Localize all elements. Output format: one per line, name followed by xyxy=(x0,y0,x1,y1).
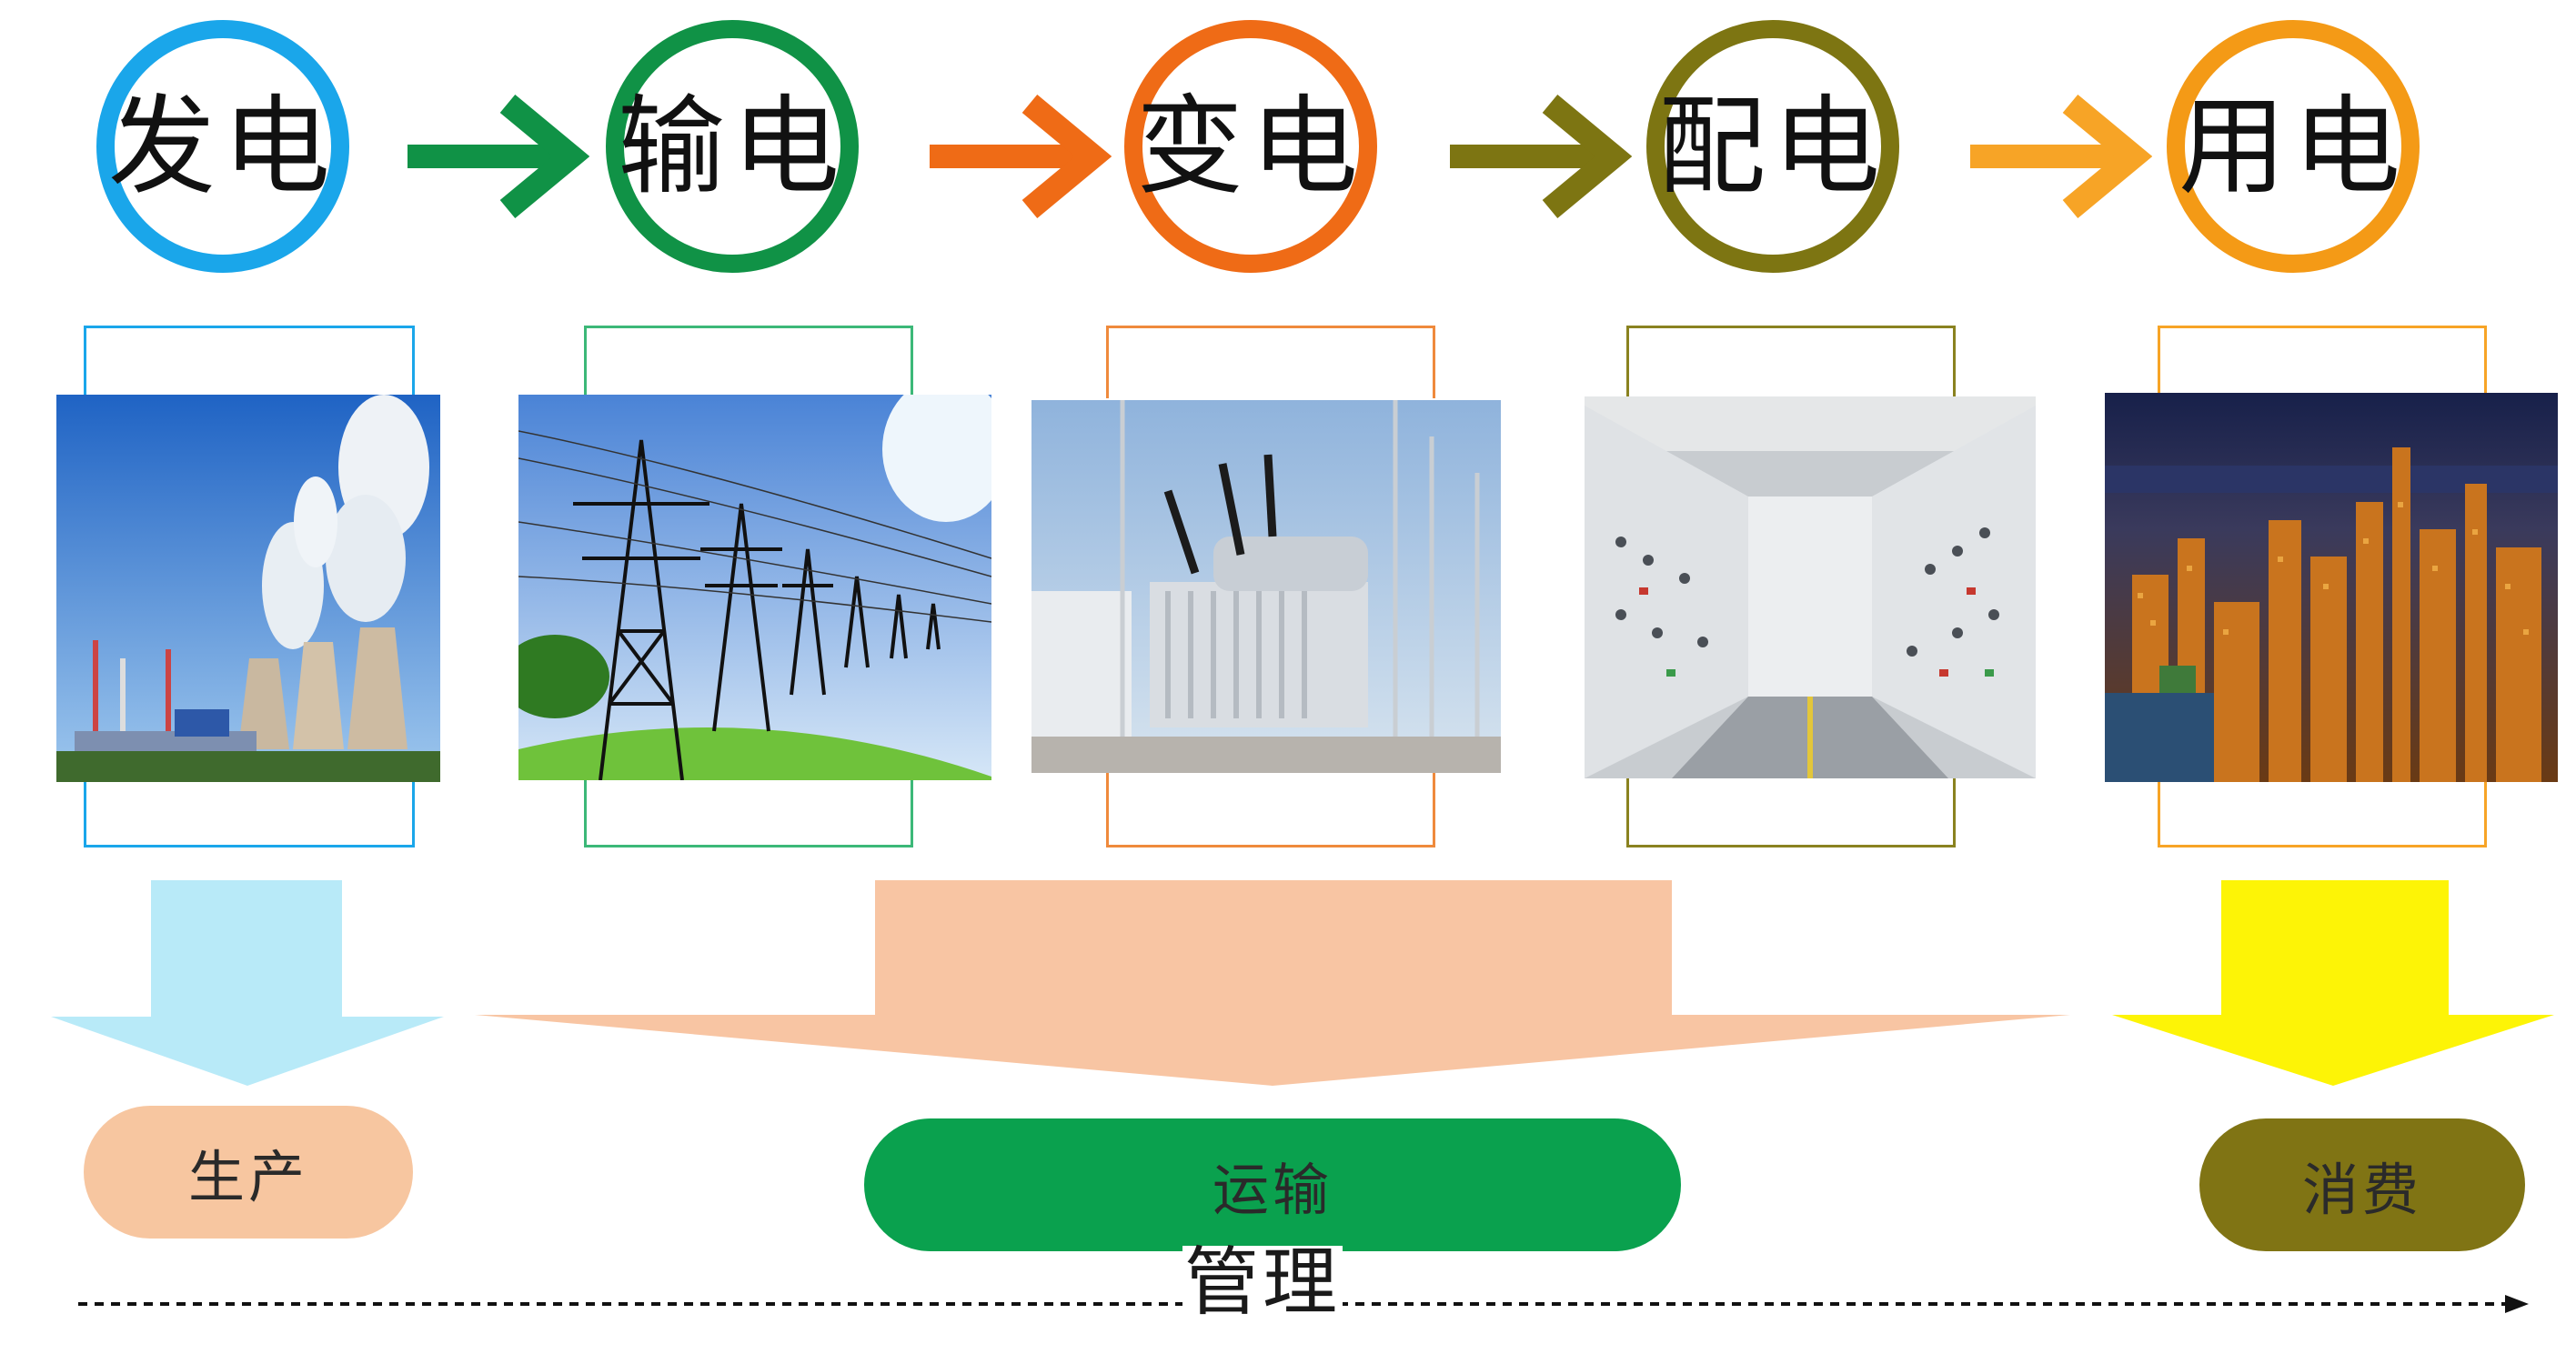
production-label: 生产 xyxy=(187,1144,308,1210)
bracket-bottom xyxy=(1106,773,1435,847)
bracket-bottom xyxy=(1626,773,1956,847)
transport-label: 运输 xyxy=(1212,1157,1333,1223)
arrow-right-icon xyxy=(1970,94,2152,218)
arrow-right-icon xyxy=(1450,94,1632,218)
transport-pill: 运输 xyxy=(864,1118,1681,1251)
switchgear-room-icon xyxy=(1585,396,2036,778)
arrow-right-icon xyxy=(408,94,589,218)
bracket-top xyxy=(1106,326,1435,398)
substation-icon xyxy=(1031,400,1501,773)
transport-down-arrow xyxy=(475,880,2070,1086)
stage-circle-generation: 发电 xyxy=(96,20,349,273)
power-plant-icon xyxy=(56,395,440,782)
bracket-top xyxy=(584,326,913,398)
stage-label: 输电 xyxy=(618,84,848,209)
bracket-top xyxy=(84,326,415,398)
transmission-tower-icon xyxy=(518,395,991,780)
production-pill: 生产 xyxy=(84,1106,413,1239)
bracket-bottom xyxy=(84,773,415,847)
consumption-label: 消费 xyxy=(2301,1157,2422,1223)
bracket-top xyxy=(1626,326,1956,398)
stage-label: 配电 xyxy=(1658,84,1888,209)
stage-label: 用电 xyxy=(2179,84,2409,209)
stage-circle-distribution: 配电 xyxy=(1646,20,1899,273)
consumption-pill: 消费 xyxy=(2199,1118,2525,1251)
stage-circle-consumption: 用电 xyxy=(2167,20,2420,273)
management-label: 管理 xyxy=(1182,1239,1343,1326)
stage-label: 变电 xyxy=(1136,84,1366,209)
stage-circle-substation: 变电 xyxy=(1124,20,1377,273)
bracket-bottom xyxy=(2158,773,2487,847)
production-down-arrow xyxy=(51,880,444,1086)
bracket-bottom xyxy=(584,773,913,847)
bracket-top xyxy=(2158,326,2487,398)
arrow-right-icon xyxy=(930,94,1112,218)
consumption-down-arrow xyxy=(2112,880,2554,1086)
stage-circle-transmission: 输电 xyxy=(606,20,859,273)
stage-label: 发电 xyxy=(108,84,338,209)
city-night-icon xyxy=(2105,393,2558,782)
